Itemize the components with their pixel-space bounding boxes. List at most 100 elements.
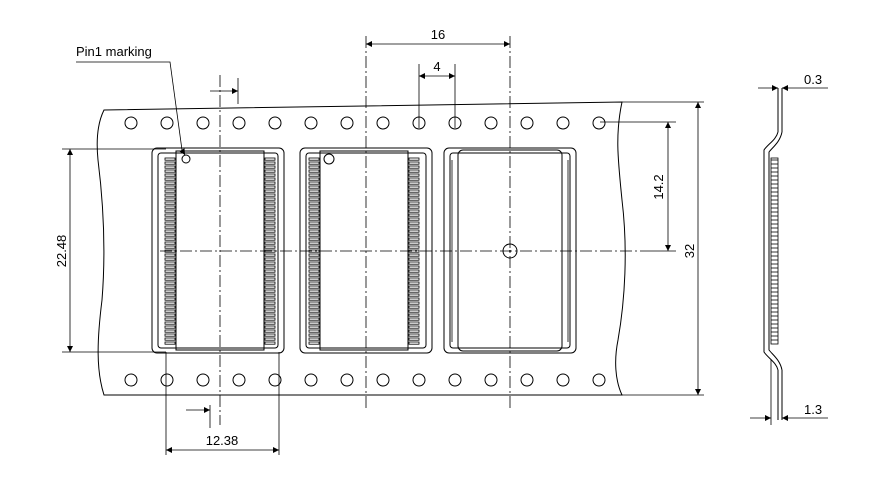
package-pin: [308, 173, 320, 177]
package-pin: [164, 333, 176, 337]
package-pin: [264, 169, 276, 173]
package-pin: [308, 169, 320, 173]
package-pin: [264, 165, 276, 169]
feed-arrows: [186, 78, 239, 428]
package-pin: [264, 237, 276, 241]
package-pin: [264, 277, 276, 281]
package-pin: [164, 201, 176, 205]
package-pin: [408, 197, 420, 201]
package-pin: [408, 293, 420, 297]
package-pin: [164, 277, 176, 281]
dim-22-48-label: 22.48: [54, 235, 69, 268]
package-pin: [264, 281, 276, 285]
package-pin: [308, 165, 320, 169]
package-pin: [408, 325, 420, 329]
package-pin: [308, 317, 320, 321]
package-pin: [308, 265, 320, 269]
package-pin: [164, 221, 176, 225]
package-pin: [408, 289, 420, 293]
package-pin: [264, 181, 276, 185]
package-pin: [164, 281, 176, 285]
pin1-leader: Pin1 marking: [76, 44, 186, 156]
package-pin: [308, 185, 320, 189]
package-pin: [408, 265, 420, 269]
dimension-12-38: 12.38: [165, 352, 280, 455]
package-pin: [408, 209, 420, 213]
package-pin: [408, 229, 420, 233]
package-pin: [308, 337, 320, 341]
package-pin: [264, 189, 276, 193]
package-pin: [308, 221, 320, 225]
sprocket-hole: [340, 116, 354, 130]
package-pin: [408, 273, 420, 277]
package-pin: [164, 217, 176, 221]
package-pin: [408, 157, 420, 161]
package-pin: [264, 225, 276, 229]
package-pin: [264, 193, 276, 197]
package-pin: [308, 241, 320, 245]
dim-14-2-label: 14.2: [651, 174, 666, 199]
package-pin: [308, 229, 320, 233]
package-pin: [308, 217, 320, 221]
package-pin: [264, 289, 276, 293]
package-pin: [408, 257, 420, 261]
package-pin: [164, 229, 176, 233]
package-pin: [164, 289, 176, 293]
package-pin: [264, 269, 276, 273]
package-pin: [308, 157, 320, 161]
package-pin: [264, 261, 276, 265]
package-pin: [308, 225, 320, 229]
sprocket-hole: [520, 116, 534, 130]
side-view: [763, 88, 783, 420]
package-pin: [308, 309, 320, 313]
package-pin: [264, 201, 276, 205]
dim-1-3-label: 1.3: [804, 402, 822, 417]
package-pin: [308, 205, 320, 209]
package-pin: [164, 317, 176, 321]
package-pin: [408, 233, 420, 237]
sprocket-hole: [520, 373, 534, 387]
package-pin: [164, 225, 176, 229]
package-pin: [264, 157, 276, 161]
package-pin: [164, 261, 176, 265]
sprocket-hole: [592, 373, 606, 387]
sprocket-hole: [484, 373, 498, 387]
pin1-marker-dot: [181, 154, 191, 164]
package-pin: [164, 297, 176, 301]
package-pin: [264, 301, 276, 305]
package-pin: [164, 213, 176, 217]
package-pin: [308, 233, 320, 237]
package-pin: [264, 257, 276, 261]
package-pin: [164, 233, 176, 237]
package-pin: [408, 237, 420, 241]
sprocket-hole: [556, 116, 570, 130]
package-pin: [164, 253, 176, 257]
dim-32-label: 32: [682, 244, 697, 258]
package-pin: [408, 217, 420, 221]
dimension-0-3: 0.3: [758, 72, 828, 91]
package-pin: [408, 201, 420, 205]
package-pin: [264, 213, 276, 217]
package-pin: [308, 177, 320, 181]
package-pin: [264, 185, 276, 189]
package-pin: [264, 325, 276, 329]
sprocket-holes-bottom: [124, 373, 606, 387]
dim-12-38-label: 12.38: [206, 433, 239, 448]
package-pin: [408, 277, 420, 281]
package-pin: [264, 229, 276, 233]
package-pin: [308, 237, 320, 241]
package-pin: [264, 205, 276, 209]
package-pin: [164, 161, 176, 165]
package-pin: [264, 241, 276, 245]
package-pin: [408, 189, 420, 193]
package-pin: [308, 269, 320, 273]
package-pin: [164, 269, 176, 273]
package-pin: [264, 313, 276, 317]
package-pin: [164, 209, 176, 213]
package-pin: [408, 281, 420, 285]
package-pin: [164, 309, 176, 313]
dimension-22-48: 22.48: [54, 148, 166, 353]
sprocket-holes-top: [124, 116, 606, 130]
package-pin: [164, 265, 176, 269]
sprocket-hole: [124, 116, 138, 130]
